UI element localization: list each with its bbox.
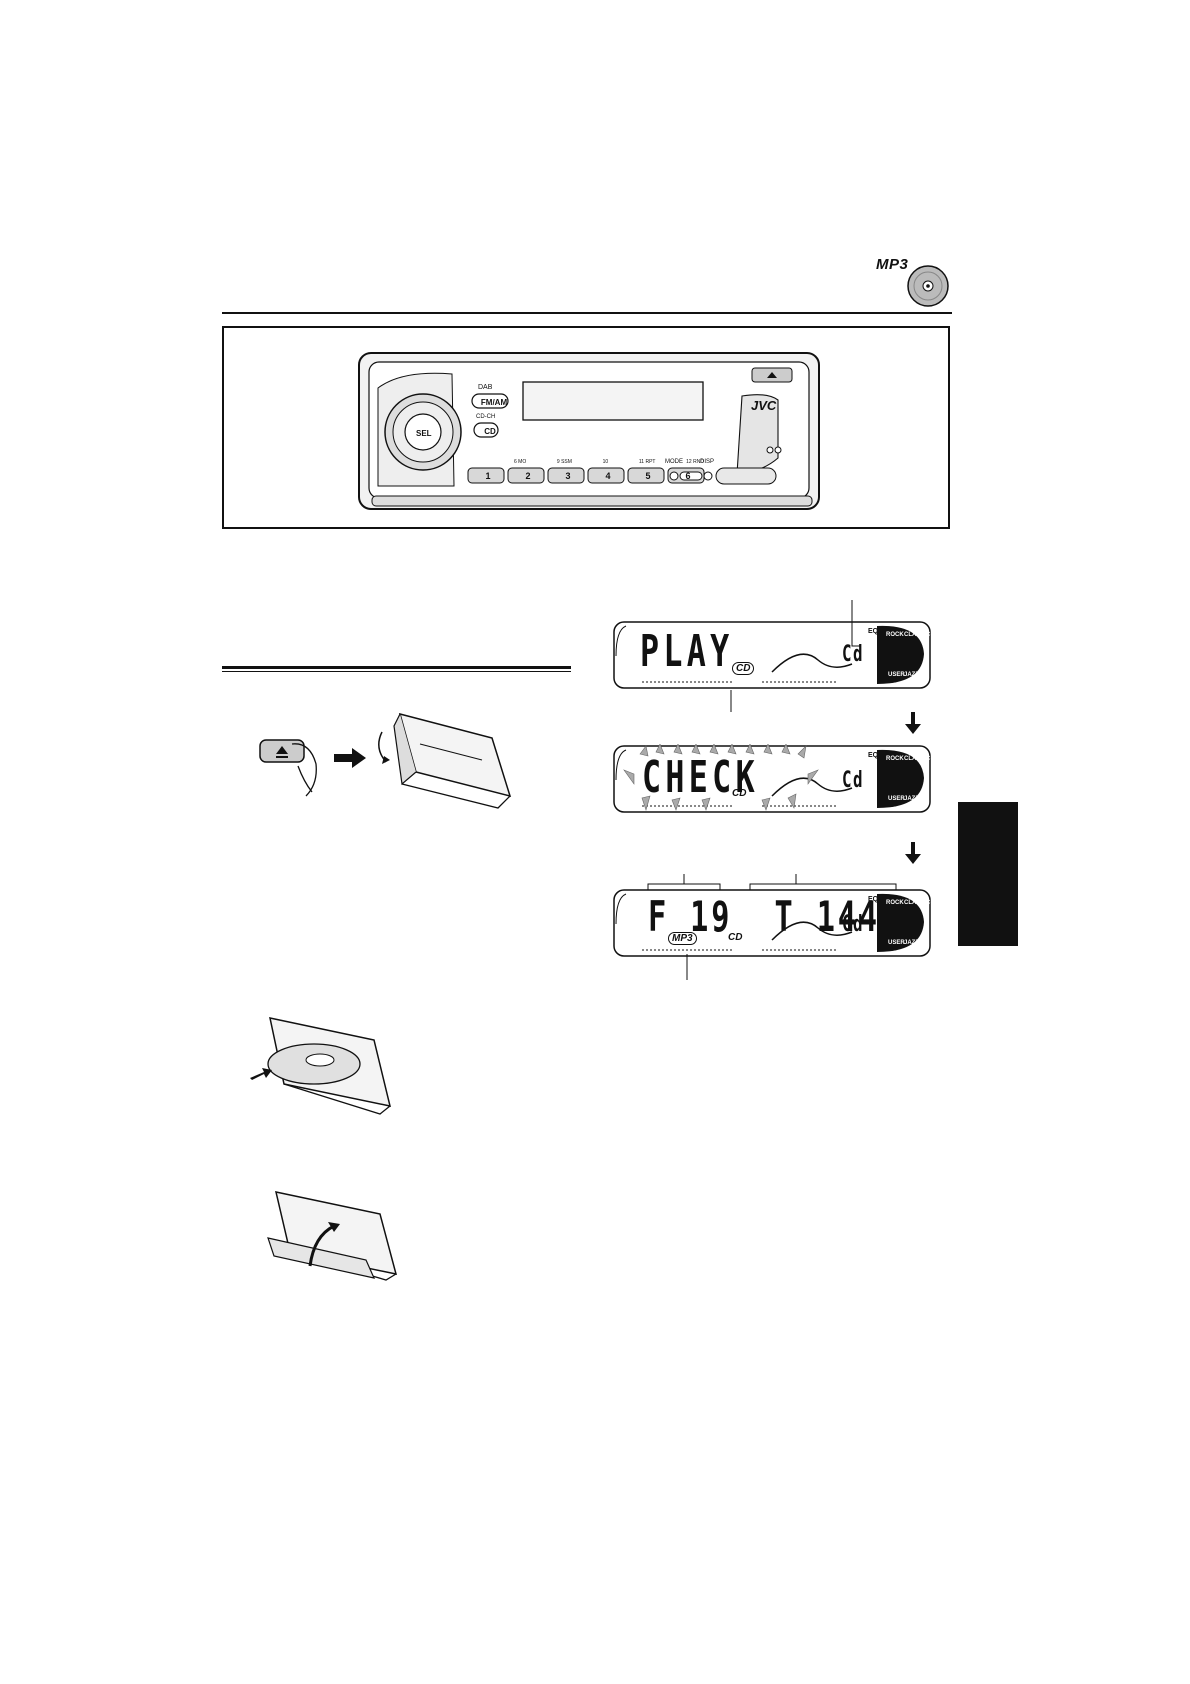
preset-sublabel: 12 RND — [686, 459, 704, 465]
preset-button-4[interactable]: 4 — [605, 471, 611, 481]
lcd-label-eq: EQ — [868, 896, 879, 903]
lcd-label-rock: ROCK — [886, 756, 904, 762]
lcd-label-user: USER — [888, 940, 905, 946]
mp3-indicator: MP3 — [668, 932, 697, 945]
mp3-logo: MP3 — [876, 256, 956, 316]
disc-icon — [907, 265, 949, 307]
callout-line — [686, 954, 688, 980]
receiver-illustration-frame: JVC FM/AM DAB CD-CH CD SEL MODE DISP 1 2… — [222, 326, 950, 529]
preset-button-5[interactable]: 5 — [645, 471, 651, 481]
open-panel-illustration — [259, 712, 512, 809]
lcd-label-jazz: JAZZ — [904, 796, 919, 802]
preset-sublabel: 10 — [602, 459, 609, 465]
lcd-right-text: Cd — [842, 642, 864, 667]
lcd-label-jazz: JAZZ — [904, 672, 919, 678]
insert-disc-illustration — [250, 1017, 392, 1115]
preset-button-1[interactable]: 1 — [485, 471, 491, 481]
lcd-panel-check: CHECK Cd CD ROCK CLASSIC USER JAZZ EQ — [612, 744, 932, 814]
callout-brackets — [647, 874, 897, 892]
lcd-right-text: Cd — [842, 768, 864, 793]
cd-button[interactable]: CD — [484, 427, 496, 436]
cd-indicator: CD — [732, 788, 747, 799]
lcd-right-text: Cd — [842, 912, 864, 937]
mode-label: MODE — [665, 459, 683, 465]
mp3-logo-text: MP3 — [876, 256, 909, 273]
arrow-down-icon — [905, 842, 921, 864]
lcd-label-user: USER — [888, 796, 905, 802]
preset-sublabels: 6 MO 9 SSM 10 11 RPT 12 RND — [514, 459, 704, 465]
lcd-panel-folder-track: F 19 T 144 Cd MP3 CD ROCK CLASSIC USER J… — [612, 888, 932, 958]
cd-ch-label: CD-CH — [476, 414, 496, 420]
lcd-frame — [613, 621, 931, 689]
car-receiver — [358, 352, 820, 510]
lcd-label-eq: EQ — [868, 628, 879, 635]
fm-am-button[interactable]: FM/AM — [480, 398, 508, 407]
cd-indicator: CD — [728, 932, 743, 943]
preset-button-2[interactable]: 2 — [525, 471, 531, 481]
brand-logo: JVC — [751, 398, 777, 413]
lcd-main-text: PLAY — [640, 626, 734, 677]
section-rule — [222, 666, 571, 672]
lcd-label-user: USER — [888, 672, 905, 678]
dab-label: DAB — [478, 384, 493, 391]
disp-label: DISP — [700, 459, 715, 465]
preset-buttons: 1 2 3 4 5 6 — [470, 471, 710, 486]
preset-sublabel: 9 SSM — [556, 459, 572, 465]
preset-button-6[interactable]: 6 — [685, 471, 691, 481]
preset-sublabel: 6 MO — [514, 459, 527, 465]
lcd-label-classic: CLASSIC — [904, 900, 931, 906]
callout-line — [730, 690, 732, 712]
sel-button[interactable]: SEL — [416, 429, 432, 438]
lcd-frame — [613, 744, 931, 813]
section-tab — [958, 802, 1018, 946]
lcd-main-text: CHECK — [642, 752, 759, 803]
cd-indicator: CD — [732, 662, 755, 675]
lcd-main-text: F 19 T 144 — [648, 892, 880, 941]
header-rule — [222, 312, 952, 314]
preset-sublabel: 11 RPT — [638, 459, 656, 465]
lcd-label-rock: ROCK — [886, 632, 904, 638]
arrow-down-icon — [905, 712, 921, 734]
lcd-label-jazz: JAZZ — [904, 940, 919, 946]
close-panel-illustration — [267, 1191, 398, 1281]
lcd-label-classic: CLASSIC — [904, 756, 931, 762]
lcd-label-eq: EQ — [868, 752, 879, 759]
lcd-label-classic: CLASSIC — [904, 632, 931, 638]
lcd-panel-play: PLAY Cd CD ROCK CLASSIC USER JAZZ EQ — [612, 620, 932, 690]
preset-button-3[interactable]: 3 — [565, 471, 571, 481]
lcd-label-rock: ROCK — [886, 900, 904, 906]
callout-line — [851, 600, 860, 647]
